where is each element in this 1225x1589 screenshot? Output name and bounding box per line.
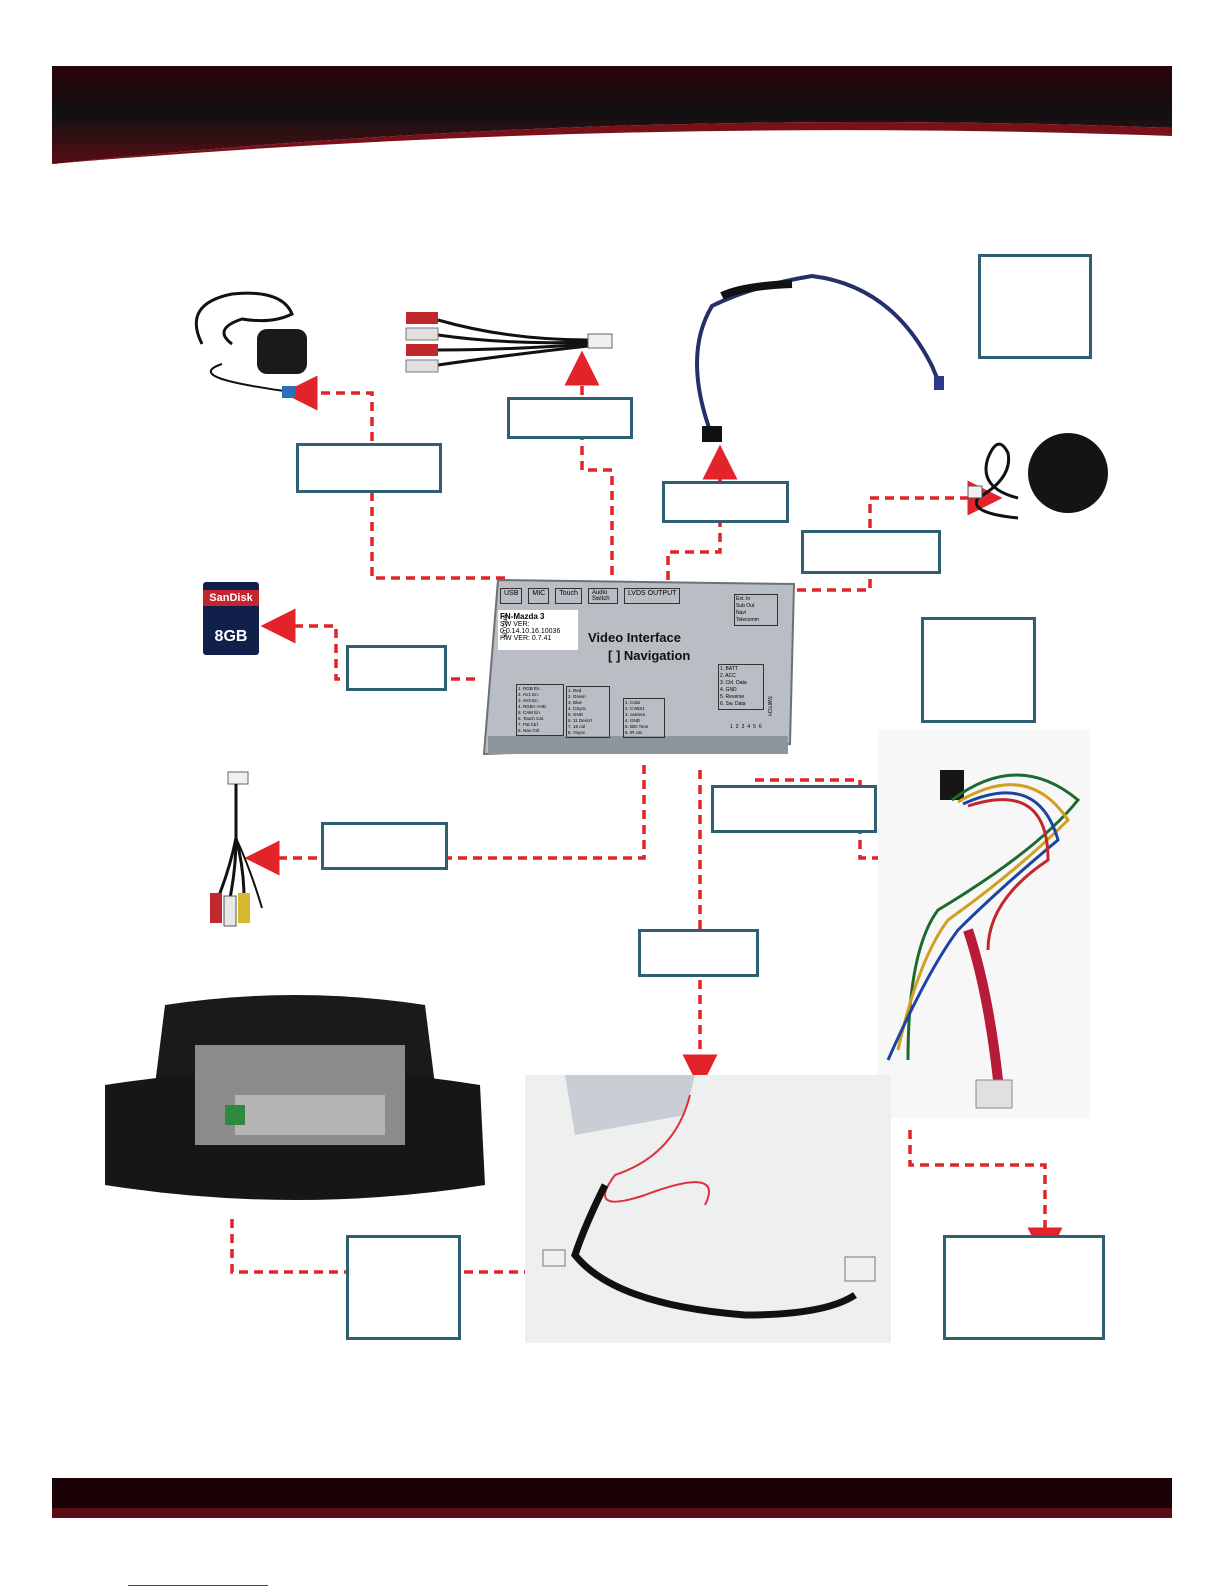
microphone-image bbox=[967, 433, 1108, 520]
label-box-av-in bbox=[321, 822, 448, 870]
pin-2-1: 1. Red bbox=[568, 688, 582, 693]
label-box-audio-rca bbox=[507, 397, 633, 439]
label-box-lvds bbox=[662, 481, 789, 523]
label-box-bottom-right bbox=[943, 1235, 1105, 1340]
label-box-bottom-left bbox=[346, 1235, 461, 1340]
port-mic: MIC bbox=[528, 588, 550, 604]
pin-1-4: 4. RGB<->HD bbox=[518, 704, 547, 709]
port-lvds-output: LVDS OUTPUT bbox=[623, 588, 681, 604]
pin-block-2: 1. Red 2. Green 3. Blue 4. CSync 5. GND … bbox=[566, 686, 610, 738]
pin-4-6: 6. Sw. Data bbox=[720, 701, 746, 707]
pin-4-5: 5. Reverse bbox=[720, 694, 745, 700]
dip-6: 6 bbox=[758, 724, 762, 730]
av-input-cable-image bbox=[210, 771, 263, 927]
switch-label: SWITCH bbox=[766, 696, 772, 716]
port-audio-switch: Audio Switch bbox=[587, 588, 618, 604]
right-port-label-2: Sub Out bbox=[736, 603, 755, 609]
video-interface-box: USB MIC Touch Audio Switch LVDS OUTPUT F… bbox=[478, 578, 800, 758]
label-box-center-lower bbox=[638, 929, 759, 977]
pin-1-5: 5. CAM En. bbox=[518, 710, 542, 715]
sd-card-image: SanDisk 8GB bbox=[203, 582, 259, 655]
pin-block-3: 1. Cvbs 2. CVBS1 3. camera 4. GND 5. BID… bbox=[623, 698, 665, 738]
pin-3-6: 6. IR cat bbox=[625, 730, 642, 735]
gps-antenna-image bbox=[194, 291, 307, 398]
sd-slot-label: SD Card bbox=[503, 614, 509, 638]
model-label: FN-Mazda 3 bbox=[500, 612, 545, 621]
firmware-sw: SW VER: 0.0.14.10.16.10036 bbox=[500, 621, 561, 635]
footer-banner bbox=[52, 1478, 1172, 1518]
dip-1: 1 bbox=[730, 724, 733, 730]
right-port-label-1: Ext. In bbox=[736, 596, 751, 602]
pin-4-1: 1. BATT bbox=[720, 666, 738, 672]
lvds-cable-image bbox=[695, 273, 944, 442]
label-box-gps bbox=[296, 443, 442, 493]
rca-audio-cable-image bbox=[405, 312, 613, 373]
pin-2-8: 8. Vsync bbox=[568, 730, 586, 735]
pin-1-1: 1. RGB En. bbox=[518, 686, 541, 691]
pin-2-7: 7. 16 cal bbox=[568, 724, 586, 729]
power-harness-image bbox=[878, 730, 1090, 1118]
label-box-mic bbox=[801, 530, 941, 574]
pin-3-4: 4. GND bbox=[625, 718, 641, 723]
dip-2: 2 bbox=[735, 724, 739, 730]
label-box-power-harness bbox=[711, 785, 877, 833]
pin-1-8: 8. Nav Ctrl. bbox=[518, 728, 541, 733]
label-box-sd bbox=[346, 645, 447, 691]
pin-2-2: 2. Green bbox=[568, 694, 586, 699]
pin-2-3: 3. Blue bbox=[568, 700, 583, 705]
pin-1-2: 2. AV1 En. bbox=[518, 692, 539, 697]
pin-3-1: 1. Cvbs bbox=[625, 700, 641, 705]
sd-card-brand: SanDisk bbox=[203, 590, 259, 606]
label-box-top-right bbox=[978, 254, 1092, 359]
interface-title: Video Interface bbox=[588, 630, 681, 645]
pin-4-3: 3. Ctrl. Data bbox=[720, 680, 747, 686]
port-usb: USB bbox=[500, 588, 523, 604]
right-port-label-4: Telecomm bbox=[736, 617, 759, 623]
pin-block-1: 1. RGB En. 2. AV1 En. 3. AV2 En. 4. RGB<… bbox=[516, 684, 564, 736]
dip-3: 3 bbox=[741, 724, 745, 730]
dip-switch-numbers: 1 2 3 4 5 6 bbox=[730, 724, 762, 730]
model-sticker: FN-Mazda 3 SW VER: 0.0.14.10.16.10036 HW… bbox=[498, 610, 578, 650]
pin-3-3: 3. camera bbox=[625, 712, 646, 717]
right-port-label-3: Navi bbox=[736, 610, 747, 616]
pin-3-5: 5. BID Tone bbox=[625, 724, 649, 729]
pin-2-6: 6. 11 Descrt bbox=[568, 718, 592, 723]
pin-1-3: 3. AV2 En. bbox=[518, 698, 539, 703]
dip-5: 5 bbox=[753, 724, 756, 730]
pin-block-4: 1. BATT 2. ACC 3. Ctrl. Data 4. GND 5. R… bbox=[718, 664, 764, 710]
footer-link[interactable] bbox=[128, 1574, 268, 1589]
pin-3-2: 2. CVBS1 bbox=[625, 706, 645, 711]
right-port-labels: Ext. In Sub Out Navi Telecomm bbox=[734, 594, 778, 626]
pin-1-7: 7. Pal Ctrl. bbox=[518, 722, 540, 727]
pin-4-4: 4. GND bbox=[720, 687, 737, 693]
dashboard-unit-image bbox=[95, 985, 490, 1215]
label-box-right-mid bbox=[921, 617, 1036, 723]
firmware-hw: HW VER: 0.7.41 bbox=[500, 635, 552, 642]
dip-4: 4 bbox=[747, 724, 751, 730]
pin-1-6: 6. Touch Cal. bbox=[518, 716, 545, 721]
sd-card-capacity: 8GB bbox=[214, 628, 248, 645]
pin-2-5: 5. GND bbox=[568, 712, 584, 717]
pin-4-2: 2. ACC bbox=[720, 673, 736, 679]
pin-2-4: 4. CSync bbox=[568, 706, 587, 711]
lvds-harness-image bbox=[525, 1075, 891, 1343]
header-banner bbox=[52, 66, 1172, 164]
interface-subtitle: [ ] Navigation bbox=[608, 648, 691, 663]
port-touch: Touch bbox=[555, 588, 582, 604]
